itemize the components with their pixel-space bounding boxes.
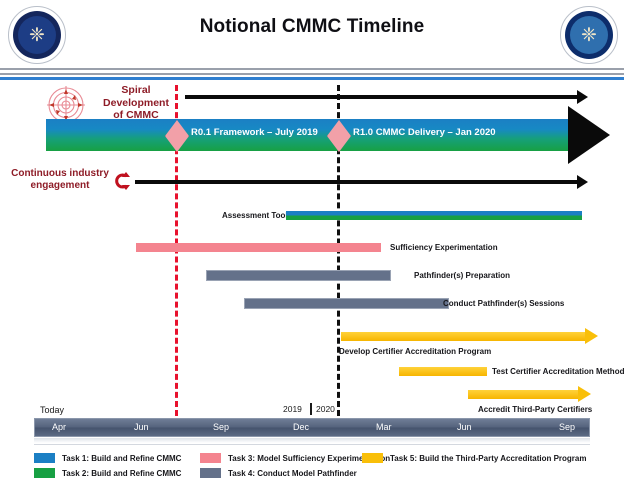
header-divider-top <box>0 68 624 70</box>
legend-item-task-3: Task 3: Model Sufficiency Experimentatio… <box>200 453 390 463</box>
task-bar-test-certifier-accreditation-methodology <box>399 367 487 376</box>
task-label-assessment-tool: Assessment Tool <box>222 211 288 220</box>
year-label-2020: 2020 <box>316 404 335 414</box>
legend-swatch-task-2 <box>34 468 55 478</box>
eagle-glyph: ❈ <box>29 24 45 46</box>
milestone-label-r01: R0.1 Framework – July 2019 <box>191 127 318 138</box>
spiral-development-label: Spiral Development of CMMC <box>94 84 178 122</box>
axis-tick-sep-2019: Sep <box>213 422 230 432</box>
header-accent-bar <box>0 77 624 80</box>
milestone-label-r10: R1.0 CMMC Delivery – Jan 2020 <box>353 127 496 138</box>
circular-arrow-icon <box>113 170 131 192</box>
year-label-2019: 2019 <box>283 404 302 414</box>
page-title: Notional CMMC Timeline <box>199 16 425 37</box>
axis-tick-dec-2019: Dec <box>293 422 310 432</box>
legend: Task 1: Build and Refine CMMC Task 2: Bu… <box>0 446 624 483</box>
spiral-label-line-3: of CMMC <box>113 109 159 121</box>
task-bar-develop-certifier-accreditation-program <box>341 332 585 341</box>
task-bar-conduct-pathfinder-sessions <box>245 299 448 308</box>
header-divider-bottom <box>0 73 624 75</box>
task-label-conduct-pathfinder-sessions: Conduct Pathfinder(s) Sessions <box>443 299 565 308</box>
legend-label-task-1: Task 1: Build and Refine CMMC <box>62 453 182 463</box>
continuous-label-line-1: Continuous industry <box>11 168 109 179</box>
continuous-engagement-arrow <box>135 180 577 184</box>
continuous-engagement-arrowhead <box>577 175 588 189</box>
axis-tick-sep-2020: Sep <box>559 422 576 432</box>
task-bar-assessment-tool <box>286 211 582 220</box>
task-label-test-certifier-accreditation-methodology: Test Certifier Accreditation Methodology <box>492 367 624 376</box>
legend-swatch-task-1 <box>34 453 55 463</box>
spiral-development-arrow <box>185 95 577 99</box>
legend-label-task-4: Task 4: Conduct Model Pathfinder <box>228 468 357 478</box>
continuous-label-line-2: engagement <box>30 180 90 191</box>
legend-swatch-task-5 <box>362 453 383 463</box>
seal-ring-inner: ❈ <box>18 16 56 54</box>
cmmc-development-bar <box>46 119 574 151</box>
year-divider <box>310 403 312 415</box>
continuous-engagement-label: Continuous industry engagement <box>10 168 110 192</box>
legend-label-task-3: Task 3: Model Sufficiency Experimentatio… <box>228 453 391 463</box>
axis-tick-jun-2020: Jun <box>457 422 472 432</box>
task-arrowhead-develop-certifier-accreditation-program <box>585 328 598 344</box>
axis-tick-apr-2019: Apr <box>52 422 67 432</box>
task-label-sufficiency-experimentation: Sufficiency Experimentation <box>390 243 498 252</box>
spiral-label-line-1: Spiral <box>121 84 151 96</box>
timeline-axis-shadow <box>34 438 590 443</box>
axis-tick-mar-2020: Mar <box>376 422 392 432</box>
legend-swatch-task-3 <box>200 453 221 463</box>
legend-label-task-2: Task 2: Build and Refine CMMC <box>62 468 182 478</box>
eagle-glyph: ❈ <box>581 24 597 46</box>
timeline-axis <box>34 418 590 437</box>
legend-item-task-1: Task 1: Build and Refine CMMC <box>34 453 181 463</box>
task-arrowhead-accredit-third-party-certifiers <box>578 386 591 402</box>
task-label-accredit-third-party-certifiers: Accredit Third-Party Certifiers <box>478 405 593 414</box>
spiral-development-arrowhead <box>577 90 588 104</box>
task-label-pathfinder-preparation: Pathfinder(s) Preparation <box>414 271 511 280</box>
department-of-defense-seal-icon: ❈ <box>560 6 618 64</box>
legend-divider <box>34 444 590 445</box>
spiral-label-line-2: Development <box>103 96 169 109</box>
dod-acquisition-sustainment-seal-icon: ❈ <box>8 6 66 64</box>
january-2020-reference-line <box>337 85 340 425</box>
axis-tick-jun-2019: Jun <box>134 422 149 432</box>
legend-label-task-5: Task 5: Build the Third-Party Accreditat… <box>390 453 587 463</box>
today-label: Today <box>40 405 65 415</box>
task-label-develop-certifier-accreditation-program: Develop Certifier Accreditation Program <box>339 347 492 356</box>
task-bar-accredit-third-party-certifiers <box>468 390 578 399</box>
legend-item-task-2: Task 2: Build and Refine CMMC <box>34 468 181 478</box>
timeline-canvas: Spiral Development of CMMC Continuous in… <box>0 80 624 445</box>
legend-item-task-5: Task 5: Build the Third-Party Accreditat… <box>362 453 586 463</box>
task-bar-pathfinder-preparation <box>207 271 390 280</box>
today-reference-line <box>175 85 178 425</box>
legend-item-task-4: Task 4: Conduct Model Pathfinder <box>200 468 357 478</box>
slide-header: ❈ Notional CMMC Timeline ❈ <box>0 0 624 80</box>
cmmc-development-arrowhead <box>568 106 610 164</box>
seal-ring-inner: ❈ <box>570 16 608 54</box>
legend-swatch-task-4 <box>200 468 221 478</box>
task-bar-sufficiency-experimentation <box>136 243 381 252</box>
